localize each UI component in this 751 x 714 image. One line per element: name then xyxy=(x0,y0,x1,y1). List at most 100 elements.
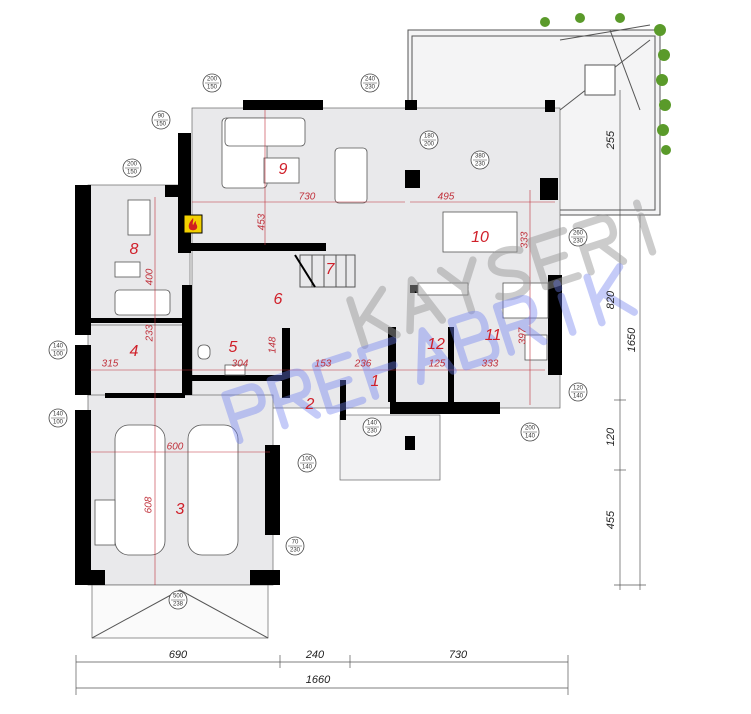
carport-roof xyxy=(91,589,269,639)
room-number-3: 3 xyxy=(176,501,185,518)
dimension-label: 304 xyxy=(232,359,249,370)
window-width: 140 xyxy=(53,412,64,418)
furniture xyxy=(94,117,549,556)
window-height: 100 xyxy=(53,420,64,426)
watermark-letter xyxy=(346,285,401,350)
window-width: 240 xyxy=(365,77,376,83)
window-width: 500 xyxy=(173,594,184,600)
fireplace xyxy=(183,214,203,234)
window-width: 180 xyxy=(424,134,435,140)
floor-areas xyxy=(87,107,561,639)
outer-dimension-label: 455 xyxy=(605,510,617,529)
window-height: 150 xyxy=(156,122,167,128)
room-number-8: 8 xyxy=(130,241,139,258)
outer-dimension-total: 1660 xyxy=(306,674,331,686)
window-height: 100 xyxy=(53,352,64,358)
window-height: 150 xyxy=(207,85,218,91)
dimension-label: 608 xyxy=(144,496,155,513)
watermark-word xyxy=(221,263,638,445)
watermark-letter xyxy=(221,383,266,445)
room-number-6: 6 xyxy=(274,291,283,308)
watermark-letter xyxy=(357,336,398,400)
window-width: 200 xyxy=(127,162,138,168)
dimension-label: 333 xyxy=(482,359,499,370)
outer-dimension-label: 120 xyxy=(605,427,617,446)
watermark-letter xyxy=(572,214,628,276)
window-width: 380 xyxy=(475,154,486,160)
dimension-label: 333 xyxy=(520,231,531,248)
window-width: 200 xyxy=(525,426,536,432)
outer-dimension-label: 730 xyxy=(449,649,468,661)
watermark-letter xyxy=(311,351,367,415)
watermark-letter xyxy=(553,279,577,336)
dimension-label: 315 xyxy=(102,359,119,370)
outer-dimension-label: 255 xyxy=(605,130,617,150)
watermark-letter xyxy=(583,263,638,327)
outer-dimension-label: 820 xyxy=(605,290,617,309)
room-number-12: 12 xyxy=(427,336,445,353)
watermark-letter xyxy=(492,294,548,356)
window-height: 230 xyxy=(367,429,378,435)
outer-dimension-label: 690 xyxy=(169,649,188,661)
dimension-label: 397 xyxy=(518,327,529,344)
dimension-label: 495 xyxy=(438,192,455,203)
window-height: 230 xyxy=(365,85,376,91)
watermark-letter xyxy=(632,199,657,256)
dimension-label: 148 xyxy=(268,336,279,353)
dimension-label: 600 xyxy=(167,442,184,453)
watermark-letter xyxy=(436,256,477,315)
window-width: 200 xyxy=(207,77,218,83)
room-number-2: 2 xyxy=(305,396,315,413)
room-number-9: 9 xyxy=(279,161,288,178)
watermark-letter xyxy=(487,245,531,301)
window-width: 260 xyxy=(573,231,584,237)
window-width: 140 xyxy=(53,344,64,350)
room-number-1: 1 xyxy=(371,373,380,390)
walls xyxy=(75,100,562,585)
dimension-label: 453 xyxy=(257,213,268,230)
room-number-4: 4 xyxy=(130,343,139,360)
dimension-label: 236 xyxy=(354,359,372,370)
dimension-label: 153 xyxy=(315,359,332,370)
room-number-7: 7 xyxy=(326,261,336,278)
watermark-letter xyxy=(417,327,457,386)
window-height: 140 xyxy=(525,434,536,440)
staircase xyxy=(294,254,356,288)
room-number-11: 11 xyxy=(485,327,502,344)
watermark-word xyxy=(346,199,657,350)
room-number-10: 10 xyxy=(471,229,489,246)
outer-dimension-total: 1650 xyxy=(626,327,638,352)
dimension-label: 730 xyxy=(299,192,316,203)
watermark-letter xyxy=(447,310,500,371)
dimension-label: 233 xyxy=(145,324,156,342)
outer-dimension-lines xyxy=(75,90,646,695)
window-width: 120 xyxy=(573,386,584,392)
watermark-letter xyxy=(527,226,582,291)
watermark-letter xyxy=(406,276,447,335)
watermark-logo xyxy=(221,199,657,445)
dimension-label: 125 xyxy=(429,359,446,370)
window-tags: 2001502402309015018020038023020015026023… xyxy=(48,73,588,610)
window-width: 140 xyxy=(367,421,378,427)
window-height: 140 xyxy=(302,465,313,471)
flame-icon xyxy=(188,218,198,231)
watermark-letter xyxy=(266,368,322,430)
window-height: 230 xyxy=(475,162,486,168)
